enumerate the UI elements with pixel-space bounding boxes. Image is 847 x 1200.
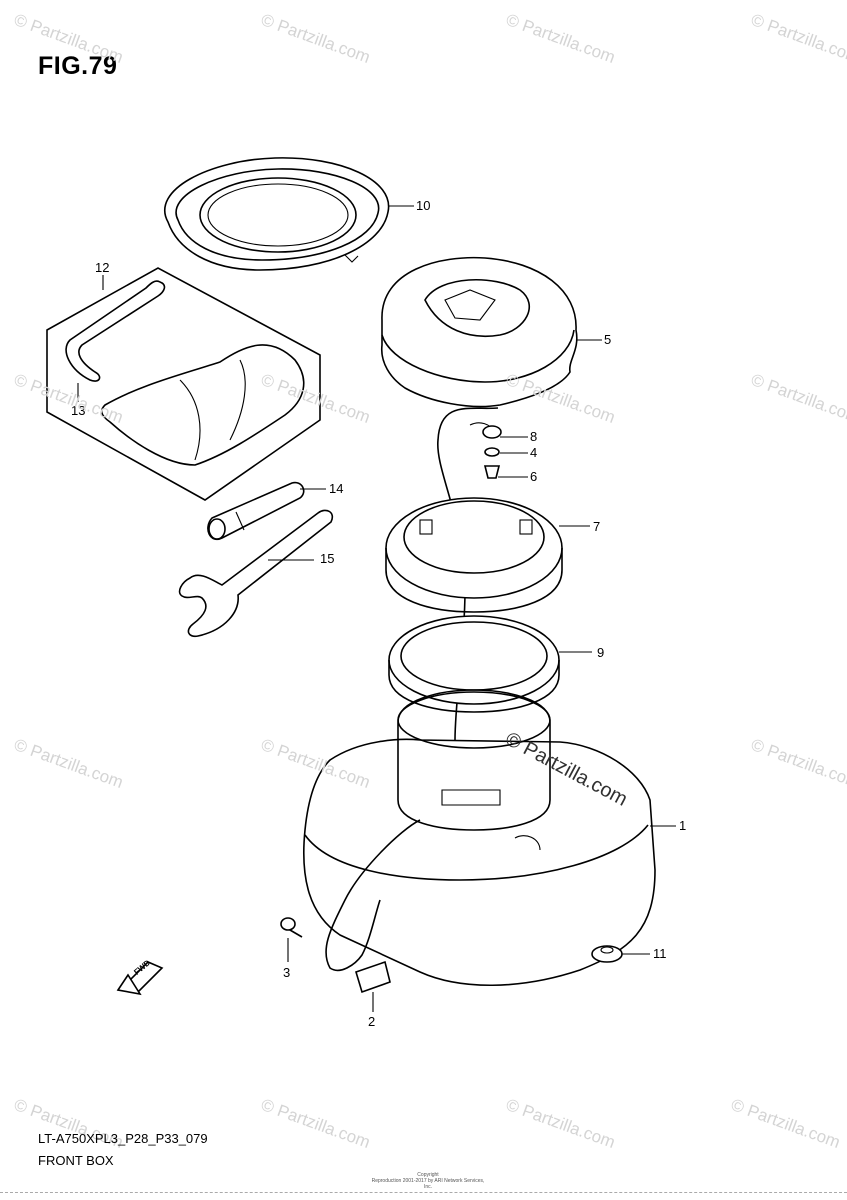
figure-name: FRONT BOX — [38, 1153, 114, 1168]
callout-9: 9 — [597, 645, 605, 660]
callout-6: 6 — [530, 469, 538, 484]
part-8-4-6-hardware — [482, 425, 502, 479]
part-2-clip — [355, 960, 391, 994]
bottom-dashed-line — [0, 1192, 847, 1193]
copyright-notice: Copyright Reproduction 2001-2017 by ARI … — [368, 1172, 488, 1190]
figure-title: FIG.79 — [38, 52, 118, 80]
callout-13: 13 — [71, 403, 86, 418]
part-10-lid-frame — [164, 157, 390, 271]
callout-2: 2 — [368, 1014, 376, 1029]
part-9-seal-ring — [388, 615, 560, 713]
part-11-grommet — [591, 945, 623, 963]
copyright-line-2: Reproduction 2001-2017 by ARI Network Se… — [371, 1178, 485, 1190]
copyright-line-1: Copyright — [417, 1172, 439, 1178]
part-5-cap — [380, 256, 578, 408]
part-3-screw — [280, 917, 303, 938]
part-15-spanner — [178, 509, 334, 638]
part-12-13-tool-bag — [46, 267, 321, 501]
part-14-tool-tube — [207, 481, 305, 541]
callout-14: 14 — [329, 481, 344, 496]
callout-1: 1 — [679, 818, 687, 833]
callout-15: 15 — [320, 551, 335, 566]
fwd-arrow-icon — [116, 961, 164, 996]
callout-7: 7 — [593, 519, 601, 534]
callout-3: 3 — [283, 965, 291, 980]
callout-10: 10 — [416, 198, 431, 213]
callout-4: 4 — [530, 445, 538, 460]
callout-12: 12 — [95, 260, 110, 275]
callout-5: 5 — [604, 332, 612, 347]
callout-8: 8 — [530, 429, 538, 444]
part-1-front-box — [302, 689, 656, 987]
figure-code: LT-A750XPL3_P28_P33_079 — [38, 1131, 208, 1146]
callout-11: 11 — [653, 946, 667, 961]
part-7-retainer-ring — [385, 497, 563, 613]
